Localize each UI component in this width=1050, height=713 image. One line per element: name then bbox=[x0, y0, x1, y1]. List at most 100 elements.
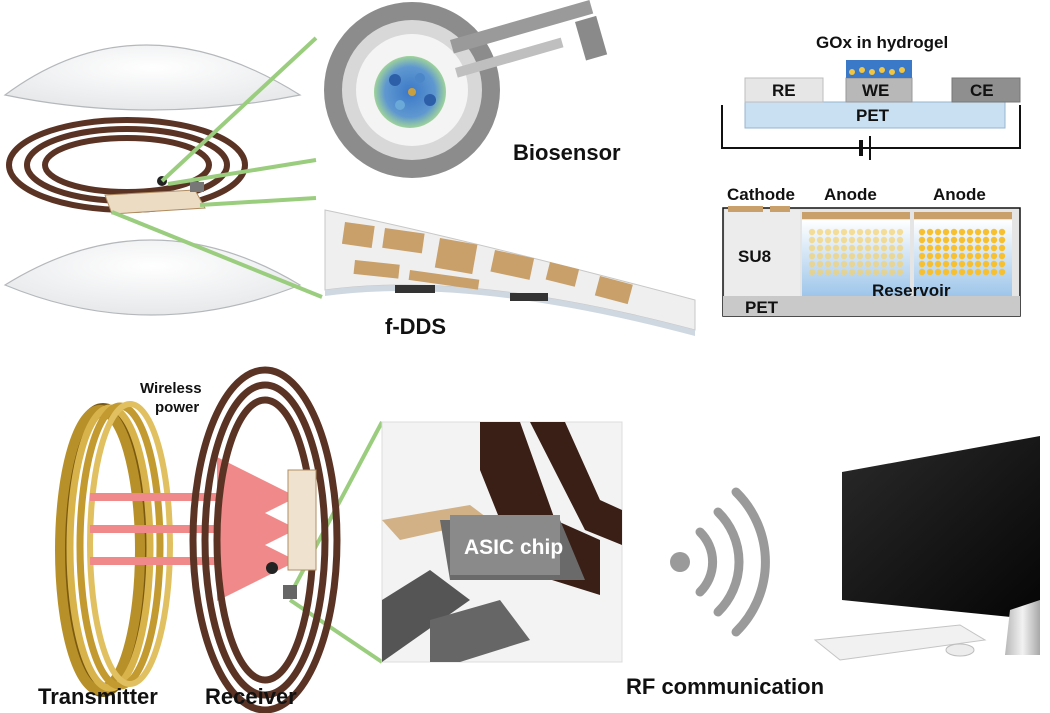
reservoir-drug-dot bbox=[816, 252, 824, 260]
reservoir-drug-dot bbox=[824, 252, 832, 260]
reservoir-drug-dot bbox=[824, 228, 832, 236]
reservoir-drug-dot bbox=[998, 228, 1006, 236]
reservoir-drug-dot bbox=[950, 260, 958, 268]
fdds-label: f-DDS bbox=[385, 314, 447, 339]
reservoir-drug-dot bbox=[832, 260, 840, 268]
reservoir-drug-dot bbox=[918, 260, 926, 268]
reservoir-drug-dot bbox=[958, 244, 966, 252]
reservoir-drug-dot bbox=[832, 252, 840, 260]
reservoir-drug-dot bbox=[832, 236, 840, 244]
asic-zoom-render bbox=[381, 421, 623, 663]
reservoir-drug-dot bbox=[840, 252, 848, 260]
fdds-3d-render bbox=[324, 209, 696, 336]
reservoir-drug-dot bbox=[896, 252, 904, 260]
reservoir-drug-dot bbox=[990, 244, 998, 252]
reservoir-drug-dot bbox=[942, 228, 950, 236]
reservoir-drug-dot bbox=[824, 260, 832, 268]
reservoir-drug-dot bbox=[950, 268, 958, 276]
reservoir-drug-dot bbox=[982, 244, 990, 252]
reservoir-drug-dot bbox=[950, 236, 958, 244]
biosensor-label: Biosensor bbox=[513, 140, 621, 165]
reservoir-drug-dot bbox=[824, 244, 832, 252]
reservoir-drug-dot bbox=[880, 252, 888, 260]
reservoir-drug-dot bbox=[864, 252, 872, 260]
reservoir-drug-dot bbox=[926, 252, 934, 260]
reservoir-drug-dot bbox=[990, 260, 998, 268]
reservoir-drug-dot bbox=[974, 260, 982, 268]
reservoir-drug-dot bbox=[888, 268, 896, 276]
reservoir-drug-dot bbox=[880, 268, 888, 276]
reservoir-drug-dot bbox=[848, 228, 856, 236]
reservoir-drug-dot bbox=[880, 260, 888, 268]
reservoir-drug-dot bbox=[990, 252, 998, 260]
reservoir-drug-dot bbox=[840, 236, 848, 244]
reservoir-drug-dot bbox=[966, 252, 974, 260]
reservoir-drug-dot bbox=[974, 268, 982, 276]
reservoir-drug-dot bbox=[974, 244, 982, 252]
reservoir-drug-dot bbox=[872, 228, 880, 236]
reservoir-drug-dot bbox=[942, 268, 950, 276]
reservoir-drug-dot bbox=[856, 228, 864, 236]
reservoir-drug-dot bbox=[872, 260, 880, 268]
reservoir-drug-dot bbox=[942, 252, 950, 260]
reservoir-drug-dot bbox=[926, 268, 934, 276]
reservoir-drug-dot bbox=[872, 252, 880, 260]
reservoir-drug-dot bbox=[832, 268, 840, 276]
reservoir-drug-dot bbox=[848, 252, 856, 260]
reservoir-drug-dot bbox=[896, 268, 904, 276]
reservoir-drug-dot bbox=[998, 252, 1006, 260]
reservoir-drug-dot bbox=[958, 252, 966, 260]
reservoir-drug-dot bbox=[990, 268, 998, 276]
ce-label: CE bbox=[970, 81, 994, 100]
reservoir-drug-dot bbox=[982, 268, 990, 276]
asic-chip-label: ASIC chip bbox=[464, 536, 564, 559]
reservoir-drug-dot bbox=[950, 228, 958, 236]
reservoir-drug-dot bbox=[974, 252, 982, 260]
reservoir-drug-dot bbox=[856, 252, 864, 260]
reservoir-drug-dot bbox=[966, 236, 974, 244]
reservoir-drug-dot bbox=[864, 244, 872, 252]
reservoir-drug-dot bbox=[966, 260, 974, 268]
reservoir-drug-dot bbox=[998, 268, 1006, 276]
reservoir-drug-dot bbox=[942, 236, 950, 244]
transmitter-coil bbox=[55, 401, 173, 697]
reservoir-drug-dot bbox=[896, 228, 904, 236]
anode-2-label: Anode bbox=[933, 185, 986, 204]
biosensor-cross-section bbox=[721, 60, 1021, 160]
reservoir-drug-dot bbox=[958, 236, 966, 244]
reservoir-drug-dot bbox=[918, 244, 926, 252]
reservoir-drug-dot bbox=[896, 236, 904, 244]
reservoir-drug-dot bbox=[958, 260, 966, 268]
reservoir-drug-dot bbox=[816, 236, 824, 244]
reservoir-drug-dot bbox=[974, 236, 982, 244]
lens-top bbox=[3, 44, 302, 111]
reservoir-drug-dot bbox=[982, 228, 990, 236]
fdds-pet-label: PET bbox=[745, 298, 779, 317]
reservoir-drug-dot bbox=[934, 260, 942, 268]
reservoir-drug-dot bbox=[816, 228, 824, 236]
reservoir-drug-dot bbox=[864, 268, 872, 276]
reservoir-drug-dot bbox=[872, 268, 880, 276]
reservoir-drug-dot bbox=[934, 228, 942, 236]
reservoir-drug-dot bbox=[840, 268, 848, 276]
wireless-power-label-line2: power bbox=[155, 399, 200, 416]
reservoir-drug-dot bbox=[808, 228, 816, 236]
cathode-label: Cathode bbox=[727, 185, 795, 204]
reservoir-drug-dot bbox=[888, 228, 896, 236]
reservoir-drug-dot bbox=[840, 228, 848, 236]
reservoir-drug-dot bbox=[856, 260, 864, 268]
su8-label: SU8 bbox=[738, 247, 772, 266]
reservoir-drug-dot bbox=[888, 244, 896, 252]
anode-1-label: Anode bbox=[824, 185, 877, 204]
receiver-electronics bbox=[266, 469, 317, 599]
rf-communication-label: RF communication bbox=[626, 674, 825, 699]
reservoir-drug-dot bbox=[926, 244, 934, 252]
reservoir-drug-dot bbox=[848, 244, 856, 252]
re-label: RE bbox=[772, 81, 796, 100]
reservoir-drug-dot bbox=[926, 228, 934, 236]
reservoir-drug-dot bbox=[808, 236, 816, 244]
reservoir-drug-dot bbox=[958, 268, 966, 276]
reservoir-drug-dot bbox=[990, 228, 998, 236]
reservoir-drug-dot bbox=[888, 252, 896, 260]
reservoir-drug-dot bbox=[966, 268, 974, 276]
